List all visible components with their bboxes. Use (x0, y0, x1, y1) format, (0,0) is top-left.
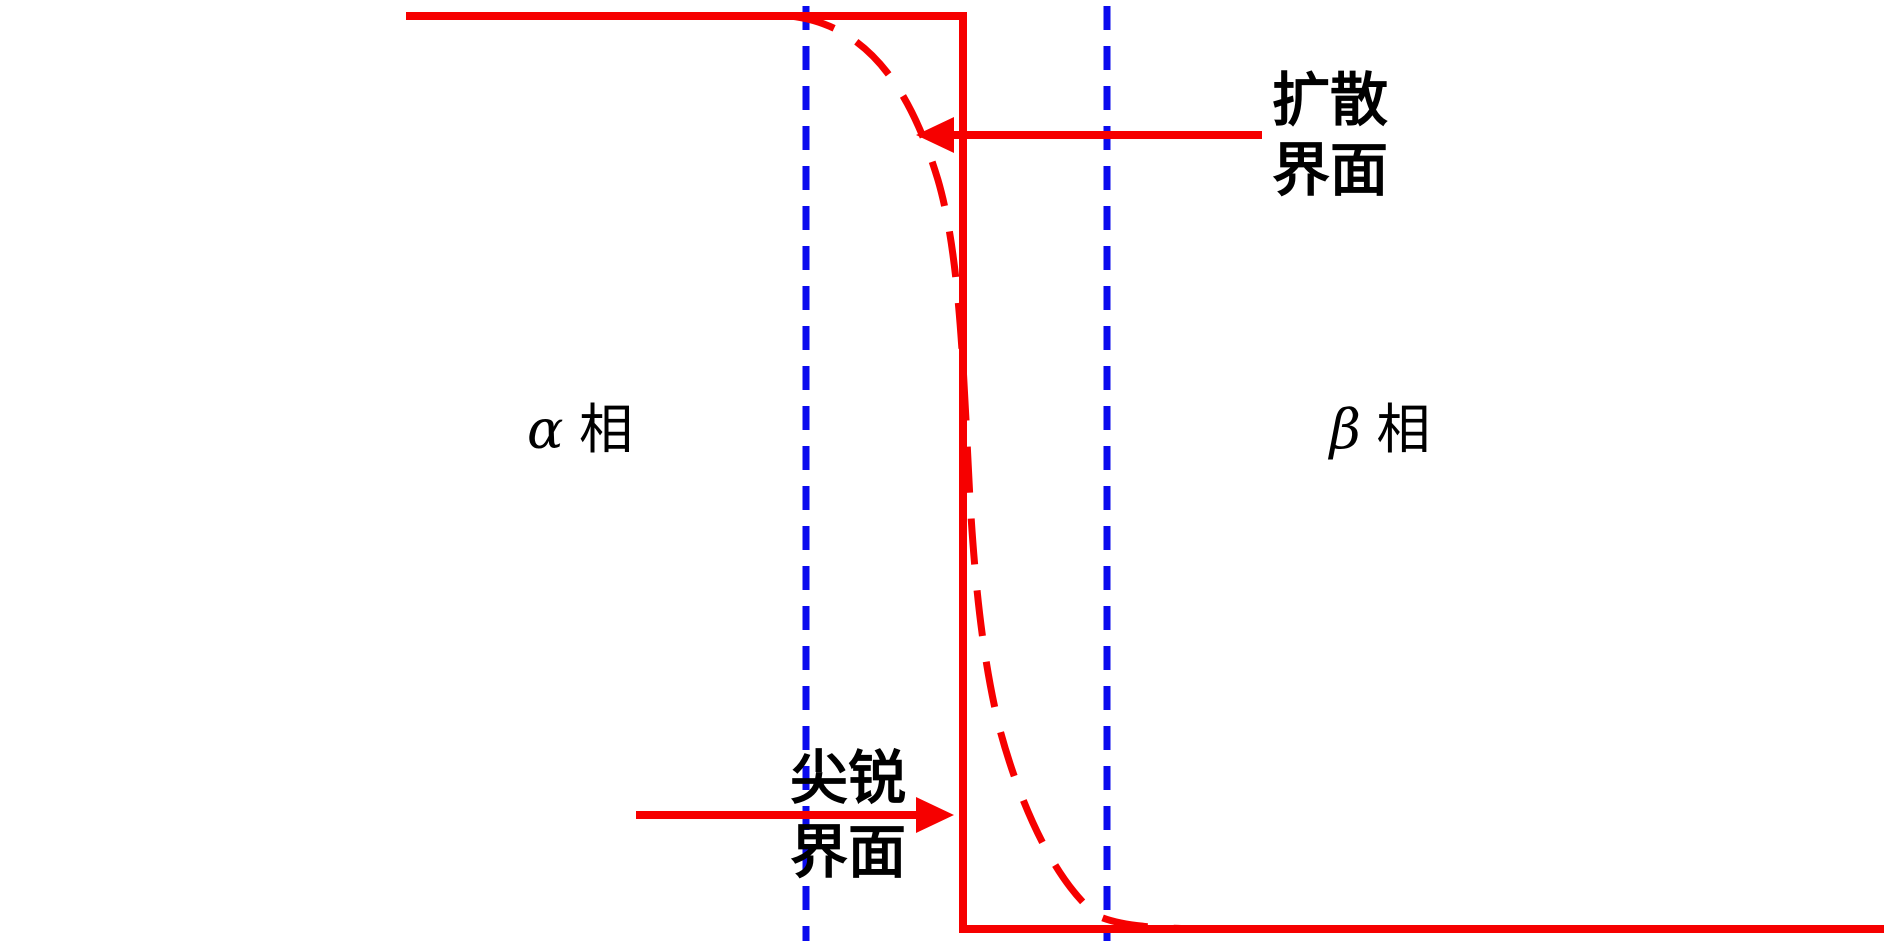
beta-symbol: β (1328, 398, 1361, 461)
diffuse-interface-label-line1: 扩散 (1272, 68, 1388, 133)
sharp-interface-label-line1: 尖锐 (790, 746, 906, 811)
alpha-phase-suffix: 相 (579, 400, 633, 460)
diffuse-interface-label-line2: 界面 (1272, 138, 1388, 203)
sharp-interface-step-line (406, 12, 1884, 933)
beta-phase-suffix: 相 (1376, 400, 1430, 460)
beta-phase-label: β 相 (1328, 398, 1431, 461)
sharp-interface-label-line2: 界面 (790, 820, 906, 885)
sharp-interface-arrowhead-icon (916, 797, 954, 833)
alpha-symbol: α (527, 398, 563, 461)
alpha-phase-label: α 相 (527, 398, 633, 461)
diffuse-interface-arrowhead-icon (916, 117, 954, 153)
